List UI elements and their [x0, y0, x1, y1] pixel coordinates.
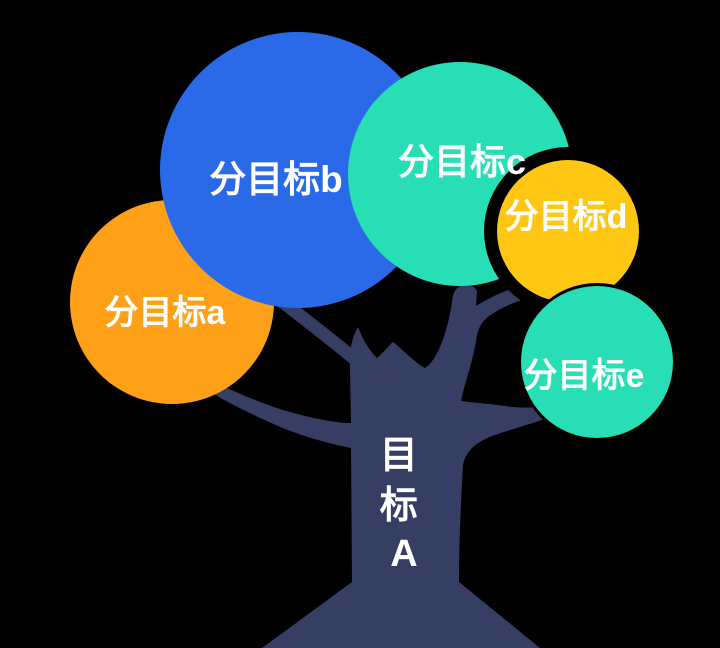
trunk-label-char-3: A: [390, 533, 417, 575]
tree-trunk: [206, 284, 552, 648]
trunk-label-char-1: 目: [380, 435, 418, 477]
goal-circle-b: [160, 32, 436, 308]
goal-label-b: 分目标b: [209, 159, 343, 200]
goal-circle-d: [497, 160, 639, 302]
trunk-label: 目 标 A: [380, 435, 429, 575]
trunk-label-char-2: 标: [380, 485, 418, 527]
goal-label-d: 分目标d: [505, 198, 628, 236]
goal-circle-e: [521, 286, 673, 438]
goal-label-c: 分目标c: [398, 141, 526, 182]
goal-label-e: 分目标e: [524, 357, 645, 395]
tree-branch-to-b: [273, 293, 389, 380]
goal-label-a: 分目标a: [105, 294, 227, 332]
